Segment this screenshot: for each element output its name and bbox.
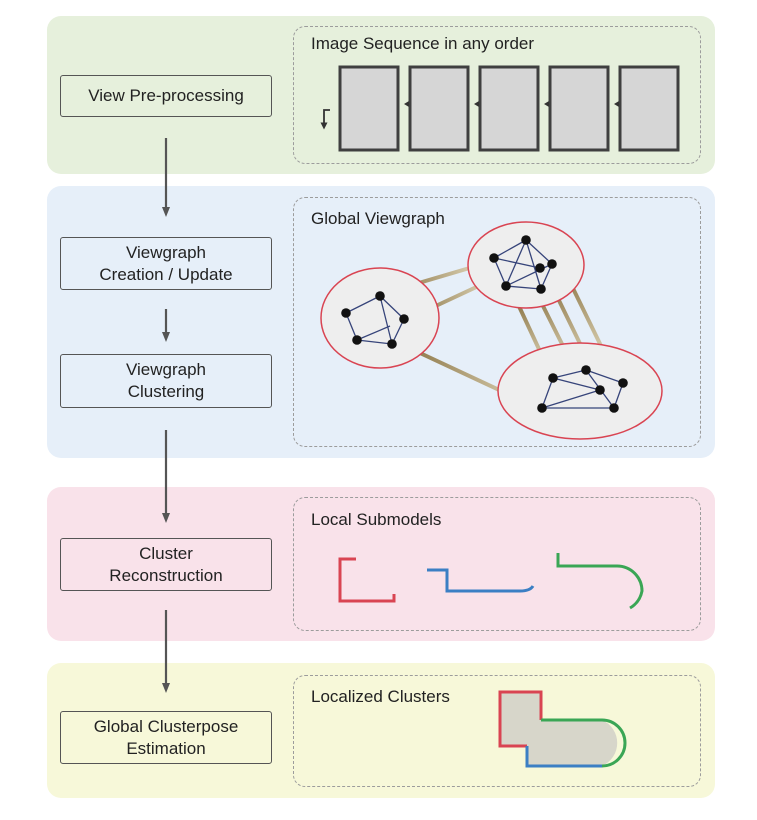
viewgraph-cluster	[467, 221, 585, 309]
submodel-green	[556, 553, 644, 610]
step-label-line1: Cluster	[139, 543, 193, 563]
local-submodels-panel	[293, 497, 701, 631]
image-sequence-title: Image Sequence in any order	[311, 34, 535, 53]
step-label-line1: Global Clusterpose	[93, 716, 239, 736]
image-frame	[548, 65, 610, 152]
image-frame	[408, 65, 470, 152]
viewgraph-cluster	[497, 342, 663, 440]
global-viewgraph-panel	[293, 197, 701, 447]
submodel-red	[338, 557, 396, 603]
step-global-clusterpose: Global Clusterpose Estimation	[60, 711, 272, 764]
step-label-line1: Viewgraph	[125, 242, 207, 262]
step-viewgraph-clustering: Viewgraph Clustering	[60, 354, 272, 408]
submodel-blue	[427, 568, 535, 593]
viewgraph-cluster	[320, 267, 440, 369]
step-label-line2: Reconstruction	[109, 565, 223, 585]
reconstruction-band	[47, 487, 715, 641]
local-submodels	[338, 553, 644, 610]
localized-cluster-shape	[498, 690, 627, 768]
step-viewgraph-creation: Viewgraph Creation / Update	[60, 237, 272, 290]
sequence-arrow-icon	[404, 101, 619, 107]
step-label-line2: Estimation	[126, 738, 206, 758]
image-frame	[618, 65, 680, 152]
localized-clusters-title: Localized Clusters	[311, 687, 450, 706]
step-label-line2: Clustering	[127, 382, 205, 401]
return-arrow-icon	[320, 109, 330, 130]
localized-clusters-panel	[293, 675, 701, 787]
step-label: View Pre-processing	[88, 86, 244, 105]
local-submodels-title: Local Submodels	[311, 510, 442, 529]
aligned-red	[498, 690, 543, 748]
image-sequence-panel	[293, 26, 701, 164]
step-label-line2: Creation / Update	[99, 264, 233, 284]
image-frame	[478, 65, 540, 152]
step-view-preprocessing: View Pre-processing	[60, 75, 272, 117]
aligned-blue	[525, 746, 602, 768]
global-viewgraph-title: Global Viewgraph	[311, 209, 445, 228]
aligned-green	[541, 718, 627, 768]
image-frame	[338, 65, 400, 152]
image-frames	[320, 65, 680, 152]
step-label-line1: Viewgraph	[125, 360, 207, 379]
step-cluster-reconstruction: Cluster Reconstruction	[60, 538, 272, 591]
